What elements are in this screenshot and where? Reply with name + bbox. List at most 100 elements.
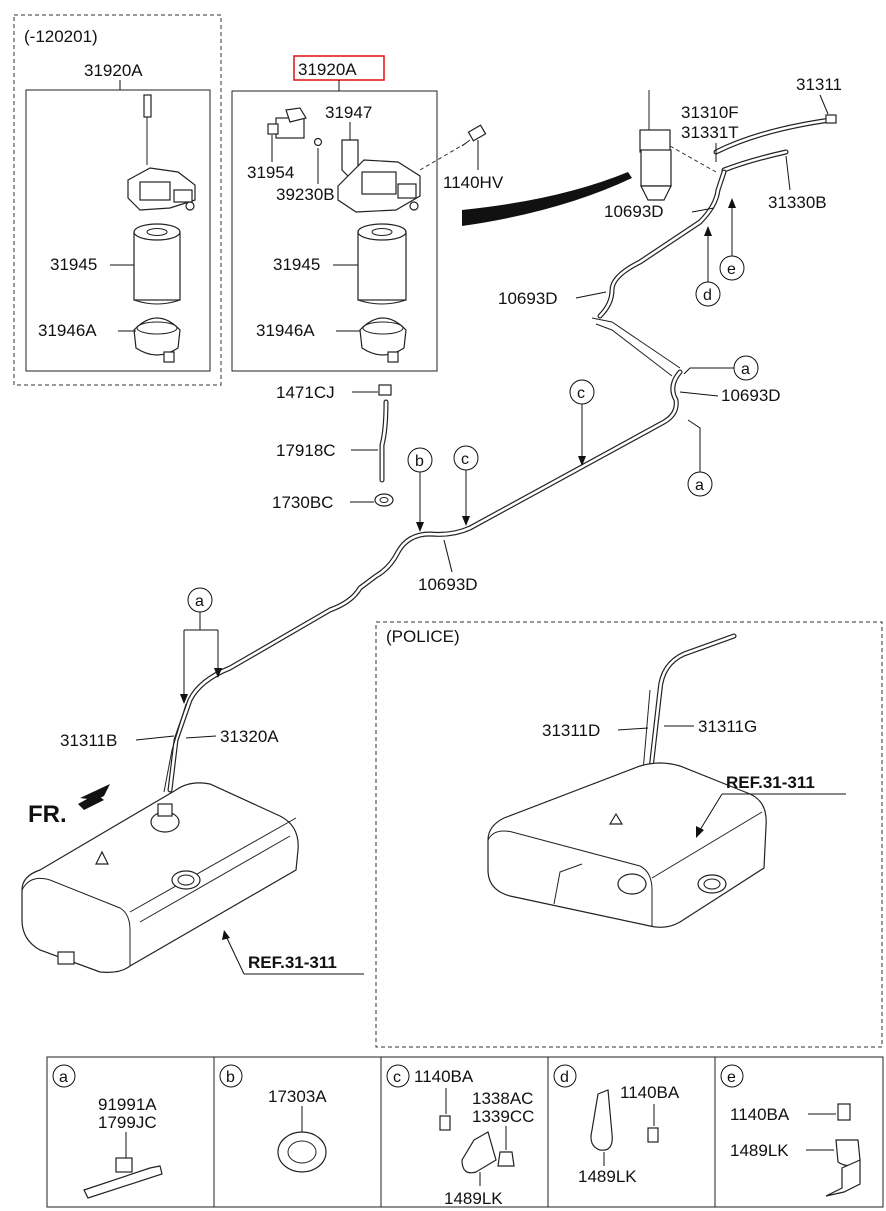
callout-d-text: d [703, 287, 712, 304]
early-variant-group: (-120201) 31920A 31945 31946A [13, 14, 222, 386]
hose-parts-group: 1471CJ 17918C 1730BC [272, 383, 394, 512]
label-tube-4: 10693D [418, 575, 478, 594]
label-31310f: 31310F [681, 103, 739, 122]
early-filter-bowl [133, 317, 181, 363]
detail-e-bracket [825, 1159, 861, 1197]
callout-b-text: b [415, 453, 424, 470]
label-31330b: 31330B [768, 193, 827, 212]
early-variant-label: (-120201) [24, 27, 98, 46]
hose-clamp [378, 384, 392, 396]
direction-arrow [462, 172, 632, 226]
detail-e-part-2: 1489LK [730, 1141, 789, 1160]
detail-a-key: a [59, 1069, 68, 1086]
early-assembly-box [25, 89, 211, 372]
police-filler [697, 874, 727, 894]
sensor-label: 31954 [247, 163, 294, 182]
engine-filter-head [639, 129, 671, 153]
police-frame [375, 621, 883, 1048]
label-31331t: 31331T [681, 123, 739, 142]
detail-cell-e: e 1140BA 1489LK [720, 1064, 861, 1197]
detail-c-part-4: 1489LK [444, 1189, 503, 1208]
main-bowl-label: 31946A [256, 321, 315, 340]
detail-c-part-1: 1140BA [414, 1067, 474, 1086]
detail-d-clamp [590, 1089, 613, 1151]
engine-filter-body [640, 149, 672, 187]
detail-cell-b: b 17303A [219, 1064, 327, 1173]
detail-cell-d: d 1140BA 1489LK [553, 1064, 680, 1186]
bolt-1140hv [461, 124, 487, 147]
detail-cell-c: c 1140BA 1338AC 1339CC 1489LK [386, 1064, 534, 1208]
callout-e-text: e [727, 261, 736, 278]
detail-b-key: b [226, 1069, 235, 1086]
main-filter-label: 31945 [273, 255, 320, 274]
front-arrow-icon [80, 784, 110, 800]
main-filter-element [357, 223, 407, 305]
detail-a-part-2: 1799JC [98, 1113, 157, 1132]
early-bowl-label: 31946A [38, 321, 97, 340]
label-31311: 31311 [796, 75, 842, 94]
detail-c-part-2: 1338AC [472, 1089, 533, 1108]
callout-c-2-text: c [461, 451, 469, 468]
clamp-label: 1471CJ [276, 383, 335, 402]
callout-a-3-text: a [195, 593, 204, 610]
detail-b-part-1: 17303A [268, 1087, 327, 1106]
detail-c-part-3: 1339CC [472, 1107, 534, 1126]
police-tank-body [487, 762, 767, 928]
detail-c-key: c [393, 1069, 401, 1086]
police-pump [617, 873, 647, 895]
label-31320a: 31320A [220, 727, 279, 746]
early-filter-label: 31945 [50, 255, 97, 274]
label-tube-1: 10693D [604, 202, 664, 221]
early-variant-frame [13, 14, 222, 386]
engine-filter-group [462, 90, 717, 226]
fuel-tank-main: FR. REF.31-311 [21, 782, 364, 975]
tank-filler [171, 870, 201, 890]
main-assembly-group: 31920A 31947 31954 39230B 1140HV [231, 55, 504, 372]
label-tube-3: 10693D [721, 386, 781, 405]
bolt-label: 1140HV [443, 173, 504, 192]
detail-e-key: e [727, 1069, 736, 1086]
oring [313, 137, 323, 147]
grommet-ring [277, 1131, 327, 1173]
cable-tie [83, 1165, 163, 1199]
main-part-number[interactable]: 31920A [298, 60, 357, 79]
detail-cell-a: a 91991A 1799JC [52, 1064, 163, 1199]
grommet [374, 493, 394, 507]
detail-c-clamp [461, 1131, 497, 1174]
callouts-group: a a c b c d e a [180, 198, 759, 704]
tank-drain [57, 951, 75, 965]
police-tank-ref[interactable]: REF.31-311 [726, 773, 815, 792]
oring-label: 39230B [276, 185, 335, 204]
tank-ref[interactable]: REF.31-311 [248, 953, 337, 972]
detail-table: a 91991A 1799JC b 17303A c 1140BA 1338AC… [46, 1056, 884, 1208]
police-variant-group: (POLICE) 31311D 31311G REF.31-311 [375, 621, 883, 1048]
police-label: (POLICE) [386, 627, 460, 646]
water-sensor [267, 107, 307, 139]
bolt-dashline [419, 141, 469, 171]
label-tube-2: 10693D [498, 289, 558, 308]
main-assembly-box [231, 90, 438, 372]
callout-a-2-text: a [695, 477, 704, 494]
early-part-number: 31920A [84, 61, 143, 80]
detail-d-part-1: 1140BA [620, 1083, 680, 1102]
callout-c-1-text: c [577, 385, 585, 402]
hose-label: 17918C [276, 441, 336, 460]
early-filter-head [127, 94, 196, 211]
front-marker: FR. [28, 801, 67, 828]
main-filter-head [337, 159, 421, 213]
detail-a-part-1: 91991A [98, 1095, 157, 1114]
detail-e-part-1: 1140BA [730, 1105, 790, 1124]
cable-tie-clip [115, 1157, 133, 1173]
early-filter-element [133, 223, 181, 305]
detail-d-key: d [560, 1069, 569, 1086]
fuel-pipes: 31311 31310F 31331T 31330B 10693D 10693D… [60, 75, 842, 793]
police-pipe-right-label: 31311G [698, 717, 757, 736]
bracket-label: 31947 [325, 103, 372, 122]
grommet-label: 1730BC [272, 493, 333, 512]
police-pipe-left-label: 31311D [542, 721, 600, 740]
label-31311b: 31311B [60, 731, 117, 750]
detail-d-part-2: 1489LK [578, 1167, 637, 1186]
callout-a-1-text: a [741, 361, 750, 378]
main-filter-bowl [359, 317, 407, 363]
